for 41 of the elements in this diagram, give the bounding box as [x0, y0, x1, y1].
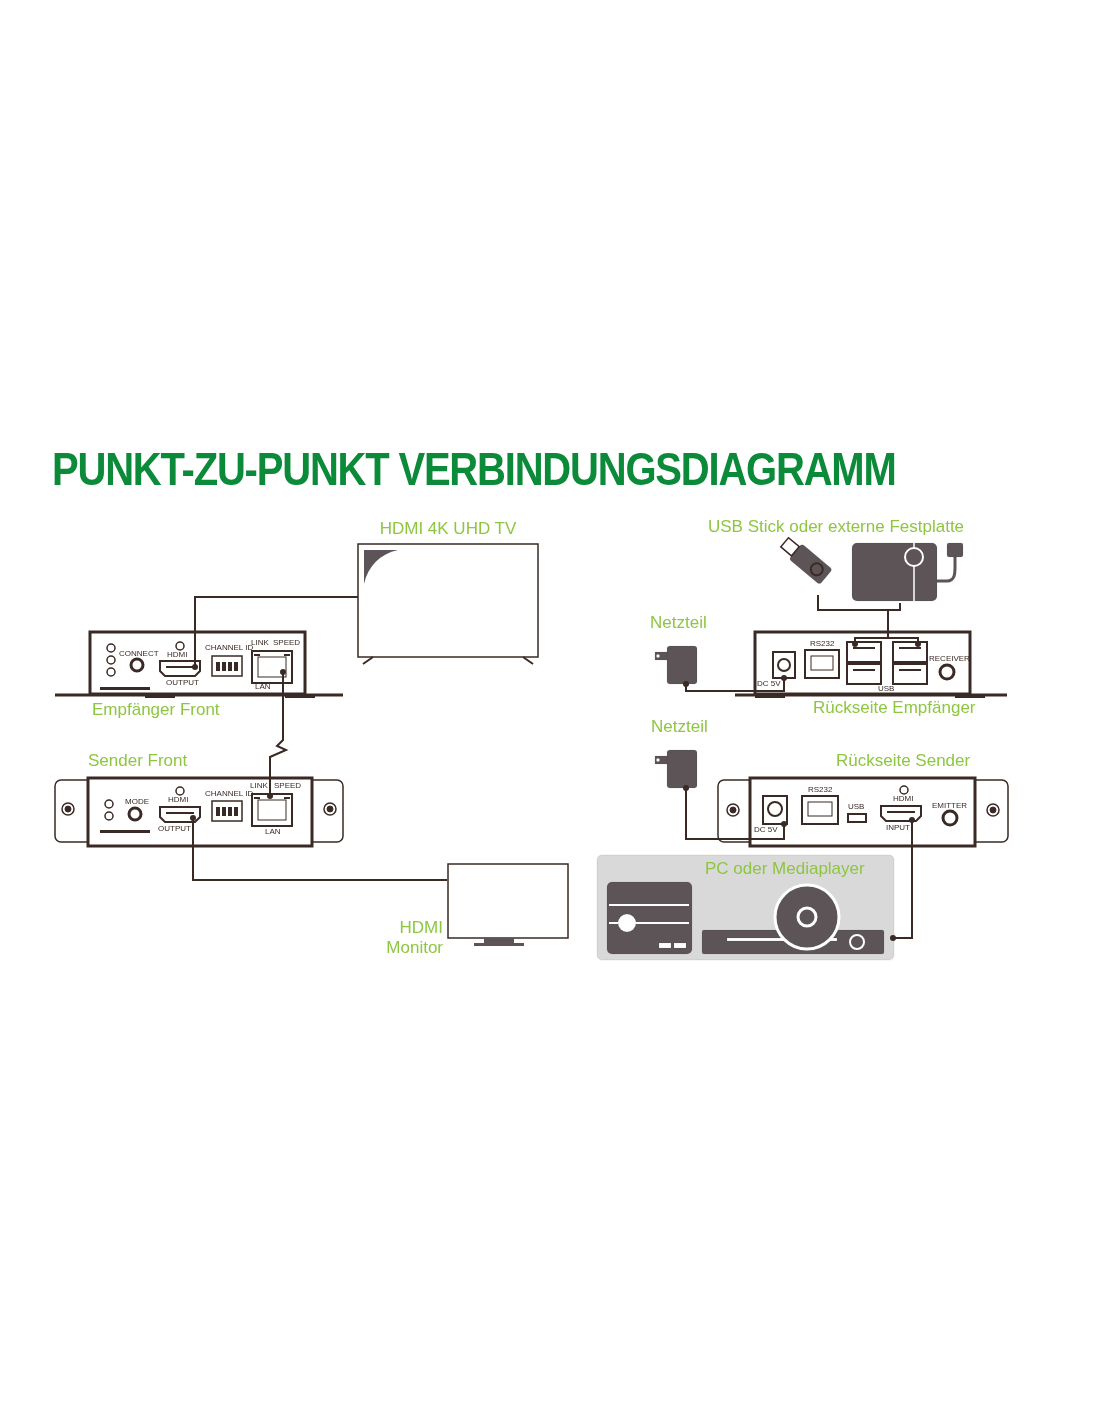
- port-label: EMITTER: [932, 802, 968, 810]
- port-label: SPEED: [273, 639, 301, 647]
- diagram-title: PUNKT-ZU-PUNKT VERBINDUNGSDIAGRAMM: [52, 444, 897, 496]
- device-label: Netzteil: [651, 717, 708, 737]
- port-label: LAN: [255, 683, 271, 691]
- device-label: PC oder Mediaplayer: [705, 859, 865, 879]
- port-label: LINK: [251, 639, 269, 647]
- device-label: Empfänger Front: [92, 700, 220, 720]
- port-label: CHANNEL ID: [205, 644, 254, 652]
- port-label: HDMI: [168, 796, 189, 804]
- device-label: Rückseite Sender: [836, 751, 971, 771]
- port-label: HDMI: [167, 651, 188, 659]
- cable: [192, 845, 448, 881]
- cable: [893, 845, 913, 939]
- port-label: LAN: [265, 828, 281, 836]
- port-label: SPEED: [274, 782, 302, 790]
- device-label: Rückseite Empfänger: [813, 698, 976, 718]
- port-label: MODE: [125, 798, 149, 806]
- device-label: HDMI Monitor: [385, 918, 443, 958]
- device-label: HDMI 4K UHD TV: [378, 519, 518, 539]
- port-label: USB: [848, 803, 865, 811]
- cable: [269, 697, 289, 777]
- device-label: Sender Front: [88, 751, 188, 771]
- device-label: Netzteil: [650, 613, 707, 633]
- port-label: HDMI: [893, 795, 914, 803]
- cable: [887, 602, 901, 631]
- port-label: DC 5V: [754, 826, 778, 834]
- port-label: USB: [878, 685, 895, 693]
- port-label: INPUT: [886, 824, 910, 832]
- port-label: DC 5V: [757, 680, 781, 688]
- port-label: RS232: [808, 786, 833, 794]
- cable: [194, 596, 359, 631]
- port-label: RECEIVER: [929, 655, 970, 663]
- port-label: OUTPUT: [166, 679, 199, 687]
- cable: [685, 685, 736, 692]
- cable: [685, 789, 719, 840]
- port-label: OUTPUT: [158, 825, 191, 833]
- port-label: RS232: [810, 640, 835, 648]
- port-label: LINK: [250, 782, 268, 790]
- port-label: CONNECT: [119, 650, 159, 658]
- device-label: USB Stick oder externe Festplatte: [708, 517, 965, 537]
